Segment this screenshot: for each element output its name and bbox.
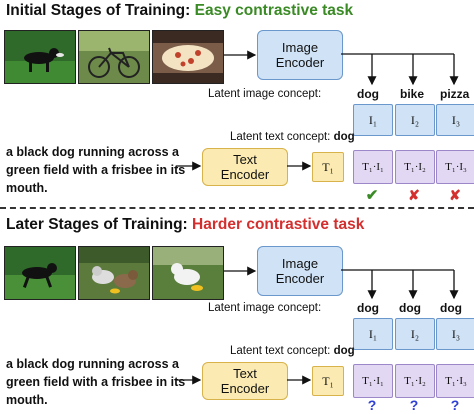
text-caption: a black dog running across a green field… <box>6 357 186 407</box>
latent-text-concept: dog <box>333 131 355 143</box>
latent-image-label: Latent image concept: <box>208 88 322 100</box>
section-divider <box>0 207 474 209</box>
dog-frisbee-white-photo <box>152 246 224 300</box>
question-icon: ? <box>409 397 419 413</box>
latent-image-label: Latent image concept: <box>208 302 322 314</box>
question-icon: ? <box>450 397 460 413</box>
product-cell-2: T₁·I₂ <box>395 364 435 398</box>
product-cell-2: T₁·I₂ <box>395 150 435 184</box>
image-encoder-label: Image Encoder <box>275 40 325 70</box>
question-icon: ? <box>367 397 377 413</box>
dog-frisbee-photo <box>4 30 76 84</box>
section-1-title: Initial Stages of Training: Easy contras… <box>6 2 353 20</box>
image-encoder-box: Image Encoder <box>257 30 343 80</box>
latent-text-label: Latent text concept: dog <box>230 345 355 357</box>
pizza-photo <box>152 30 224 84</box>
bicycle-photo <box>78 30 150 84</box>
image-token-2: I₂ <box>395 318 435 350</box>
text-encoder-label: Text Encoder <box>220 152 270 182</box>
text-token: T₁ <box>312 152 344 182</box>
section-1-title-highlight: Easy contrastive task <box>194 2 354 19</box>
image-concept-3: pizza <box>440 87 470 101</box>
latent-text-concept: dog <box>333 345 355 357</box>
check-icon: ✔ <box>365 187 379 204</box>
text-encoder-label: Text Encoder <box>220 366 270 396</box>
image-token-2: I₂ <box>395 104 435 136</box>
cross-icon: ✘ <box>449 187 461 203</box>
dogs-playing-photo <box>78 246 150 300</box>
text-encoder-box: Text Encoder <box>202 362 288 400</box>
latent-text-label: Latent text concept: dog <box>230 131 355 143</box>
dog-running-photo <box>4 246 76 300</box>
image-token-3: I₃ <box>436 318 474 350</box>
cross-icon: ✘ <box>408 187 420 203</box>
image-encoder-label: Image Encoder <box>275 256 325 286</box>
text-encoder-box: Text Encoder <box>202 148 288 186</box>
text-caption: a black dog running across a green field… <box>6 145 186 195</box>
image-concept-1: dog <box>357 301 379 315</box>
product-cell-3: T₁·I₃ <box>436 364 474 398</box>
image-encoder-box: Image Encoder <box>257 246 343 296</box>
latent-text-label-text: Latent text concept: <box>230 131 331 143</box>
image-token-3: I₃ <box>436 104 474 136</box>
section-1-title-prefix: Initial Stages of Training: <box>6 2 191 19</box>
text-token: T₁ <box>312 366 344 396</box>
image-concept-3: dog <box>440 301 462 315</box>
image-concept-2: bike <box>400 87 425 101</box>
product-cell-1: T₁·I₁ <box>353 364 393 398</box>
product-cell-3: T₁·I₃ <box>436 150 474 184</box>
image-token-1: I₁ <box>353 318 393 350</box>
image-concept-2: dog <box>399 301 421 315</box>
section-2-title-highlight: Harder contrastive task <box>192 216 365 233</box>
latent-text-label-text: Latent text concept: <box>230 345 331 357</box>
section-2-title: Later Stages of Training: Harder contras… <box>6 216 364 234</box>
image-concept-1: dog <box>357 87 379 101</box>
section-2-title-prefix: Later Stages of Training: <box>6 216 188 233</box>
image-token-1: I₁ <box>353 104 393 136</box>
product-cell-1: T₁·I₁ <box>353 150 393 184</box>
